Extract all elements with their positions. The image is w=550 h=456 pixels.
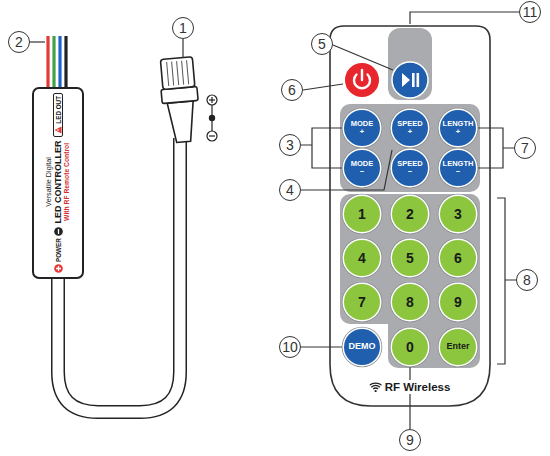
product-subtitle: With RF Remote Control (63, 143, 71, 221)
play-icon (402, 73, 410, 87)
button-label: 4 (358, 251, 366, 266)
remote-button: 5 (392, 240, 428, 276)
button-label: MODE − (351, 160, 374, 176)
callout-number: 3 (279, 134, 301, 156)
power-label: POWER (55, 238, 62, 262)
jack-grip (167, 60, 189, 86)
button-label: 0 (406, 340, 414, 355)
remote-button: 0 (392, 329, 428, 365)
button-label: 9 (454, 295, 462, 310)
remote-button: 2 (392, 196, 428, 232)
polarity-symbol (207, 95, 217, 141)
blue-wire (58, 36, 61, 90)
remote-button: 6 (440, 240, 476, 276)
callout-number: 2 (8, 31, 30, 53)
remote-button: 8 (392, 284, 428, 320)
remote-button: 9 (440, 284, 476, 320)
remote-label: RF Wireless (385, 381, 451, 393)
button-label: 7 (358, 295, 366, 310)
plus-terminal-icon (54, 264, 63, 273)
button-label: 5 (406, 251, 414, 266)
wireless-icon (370, 382, 382, 392)
remote-button: MODE + (344, 110, 380, 146)
remote-button: 7 (344, 284, 380, 320)
green-wire (52, 36, 55, 90)
callout-number: 11 (519, 1, 541, 23)
output-label: LED OUT (55, 96, 62, 124)
remote-brand-strip: RF Wireless (367, 380, 454, 394)
remote-button: DEMO (344, 329, 380, 365)
jack-barrel (160, 57, 194, 90)
minus-terminal-icon (54, 227, 63, 236)
remote-button: LENGTH − (440, 150, 476, 186)
power-icon-bar (361, 70, 363, 80)
button-label: LENGTH − (443, 160, 474, 176)
red-wire (46, 36, 49, 90)
callout-number: 1 (172, 17, 194, 39)
button-label: 3 (454, 207, 462, 222)
power-button (344, 62, 380, 98)
product-name: LED CONTROLLER (53, 140, 63, 223)
callout-number: 10 (279, 336, 301, 358)
callout-number: 5 (311, 33, 333, 55)
remote-button: SPEED + (392, 110, 428, 146)
play-pause-button (392, 62, 428, 98)
remote-outline (330, 26, 490, 406)
callout-number: 6 (281, 79, 303, 101)
button-label: 1 (358, 207, 366, 222)
led-out-marking: LED OUT (53, 93, 63, 137)
power-marking: POWER (54, 227, 63, 273)
remote-button: 1 (344, 196, 380, 232)
product-subtitle: Versatile Digital (45, 157, 53, 207)
button-label: 2 (406, 207, 414, 222)
remote-button: MODE − (344, 150, 380, 186)
callout-number: 8 (516, 269, 538, 291)
button-label: LENGTH + (443, 120, 474, 136)
controller-title-block: Versatile DigitalLED CONTROLLERWith RF R… (45, 140, 71, 223)
button-label: MODE + (351, 120, 374, 136)
black-wire (64, 36, 67, 90)
controller-label-strip: POWER Versatile DigitalLED CONTROLLERWith… (35, 90, 81, 276)
jack-boot (167, 101, 196, 143)
pause-bar (412, 73, 415, 87)
button-label: SPEED + (397, 120, 422, 136)
button-label: 6 (454, 251, 462, 266)
leader-lines (30, 12, 519, 429)
button-label: 8 (406, 295, 414, 310)
controller-housing (33, 88, 83, 278)
dc-jack (158, 57, 201, 144)
button-label: DEMO (349, 342, 376, 351)
remote-button: 3 (440, 196, 476, 232)
pause-bar (417, 73, 420, 87)
callout-number: 9 (399, 429, 421, 451)
callout-number: 4 (279, 179, 301, 201)
remote-body (330, 26, 490, 406)
remote-button: SPEED − (392, 150, 428, 186)
remote-button: 4 (344, 240, 380, 276)
button-label: SPEED − (397, 160, 422, 176)
callout-number: 7 (514, 137, 536, 159)
warning-icon (54, 126, 62, 134)
remote-control: MODE + SPEED + LENGTH + MODE − SPEED − LENGTH… (330, 26, 490, 406)
button-panel (340, 28, 480, 368)
button-label: Enter (446, 342, 469, 351)
remote-button: LENGTH + (440, 110, 476, 146)
remote-button: Enter (440, 329, 476, 365)
controller-box: POWER Versatile DigitalLED CONTROLLERWith… (33, 88, 83, 278)
